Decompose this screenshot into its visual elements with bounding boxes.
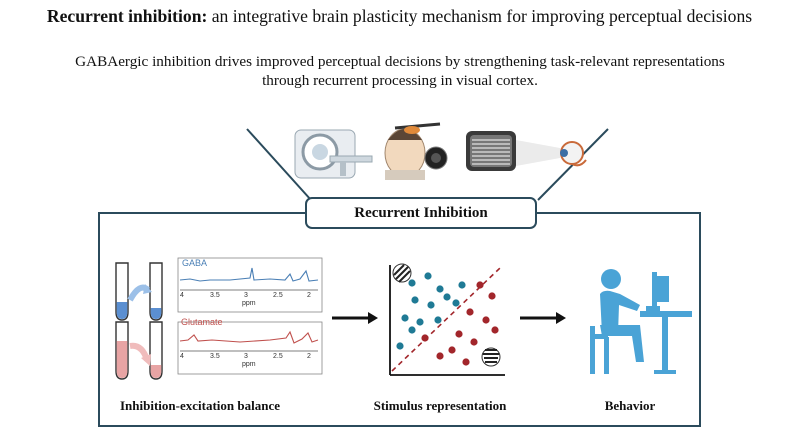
scatter-dots	[396, 272, 499, 366]
arrow-right-icon	[332, 312, 378, 324]
scatter-dot-blue	[427, 301, 435, 309]
glutamate-trace	[179, 330, 319, 344]
scatter-dot-red	[491, 326, 499, 334]
scatter-dot-blue	[452, 299, 460, 307]
middle-panel-label: Stimulus representation	[373, 398, 507, 413]
scatter-dot-red	[448, 346, 456, 354]
figure-subtitle: GABAergic inhibition drives improved per…	[75, 53, 725, 89]
test-tube-icon	[115, 321, 163, 380]
decision-boundary	[391, 267, 501, 372]
box-title: Recurrent Inhibition	[305, 197, 537, 229]
gaba-tick: 2.5	[273, 292, 283, 299]
eye-icon	[560, 141, 587, 167]
grating-monitor-icon	[466, 131, 560, 171]
title-rest: an integrative brain plasticity mechanis…	[207, 6, 753, 26]
tms-head-icon	[384, 122, 448, 180]
gaba-label: GABA	[182, 258, 208, 268]
scatter-dot-red	[470, 338, 478, 346]
gaba-axis-unit: ppm	[242, 300, 256, 307]
gaba-tick: 3.5	[210, 292, 220, 299]
figure-title: Recurrent inhibition: an integrative bra…	[0, 6, 799, 27]
scatter-dot-blue	[443, 293, 451, 301]
glutamate-tick: 3.5	[210, 353, 220, 360]
grating-stimulus-icon	[392, 263, 412, 283]
gaba-trace	[179, 267, 319, 282]
scatter-dot-red	[436, 352, 444, 360]
scatter-dot-blue	[411, 296, 419, 304]
scatter-dot-blue	[436, 285, 444, 293]
scatter-dot-blue	[416, 318, 424, 326]
left-panel-label: Inhibition-excitation balance	[120, 398, 280, 413]
scatter-dot-blue	[401, 314, 409, 322]
scatter-dot-red	[421, 334, 429, 342]
scatter-dot-blue	[458, 281, 466, 289]
test-tube-icon	[115, 262, 163, 321]
scatter-dot-blue	[408, 326, 416, 334]
glutamate-spectrum-frame	[177, 321, 323, 375]
right-panel-label: Behavior	[604, 398, 656, 413]
scatter-dot-blue	[424, 272, 432, 280]
glutamate-tick: 2	[307, 353, 311, 360]
title-bold: Recurrent inhibition:	[46, 6, 208, 26]
scatter-dot-red	[488, 292, 496, 300]
glutamate-tick: 4	[180, 353, 184, 360]
gaba-tick: 3	[244, 292, 248, 299]
gaba-spectrum-frame	[177, 257, 323, 313]
mri-scanner-icon	[294, 129, 373, 179]
scatter-dot-red	[482, 316, 490, 324]
gaba-tick: 4	[180, 292, 184, 299]
arrow-right-icon	[520, 312, 566, 324]
grating-stimulus-icon	[481, 347, 501, 367]
scatter-dot-red	[466, 308, 474, 316]
glutamate-tick: 3	[244, 353, 248, 360]
glutamate-tick: 2.5	[273, 353, 283, 360]
methods-icons	[294, 122, 587, 180]
scatter-dot-red	[455, 330, 463, 338]
scatter-dot-blue	[396, 342, 404, 350]
scatter-dot-red	[462, 358, 470, 366]
gaba-tick: 2	[307, 292, 311, 299]
glutamate-axis-unit: ppm	[242, 361, 256, 368]
scatter-dot-red	[476, 281, 484, 289]
scatter-dot-blue	[434, 316, 442, 324]
glutamate-label: Glutamate	[181, 317, 223, 327]
scatter-dot-blue	[408, 279, 416, 287]
